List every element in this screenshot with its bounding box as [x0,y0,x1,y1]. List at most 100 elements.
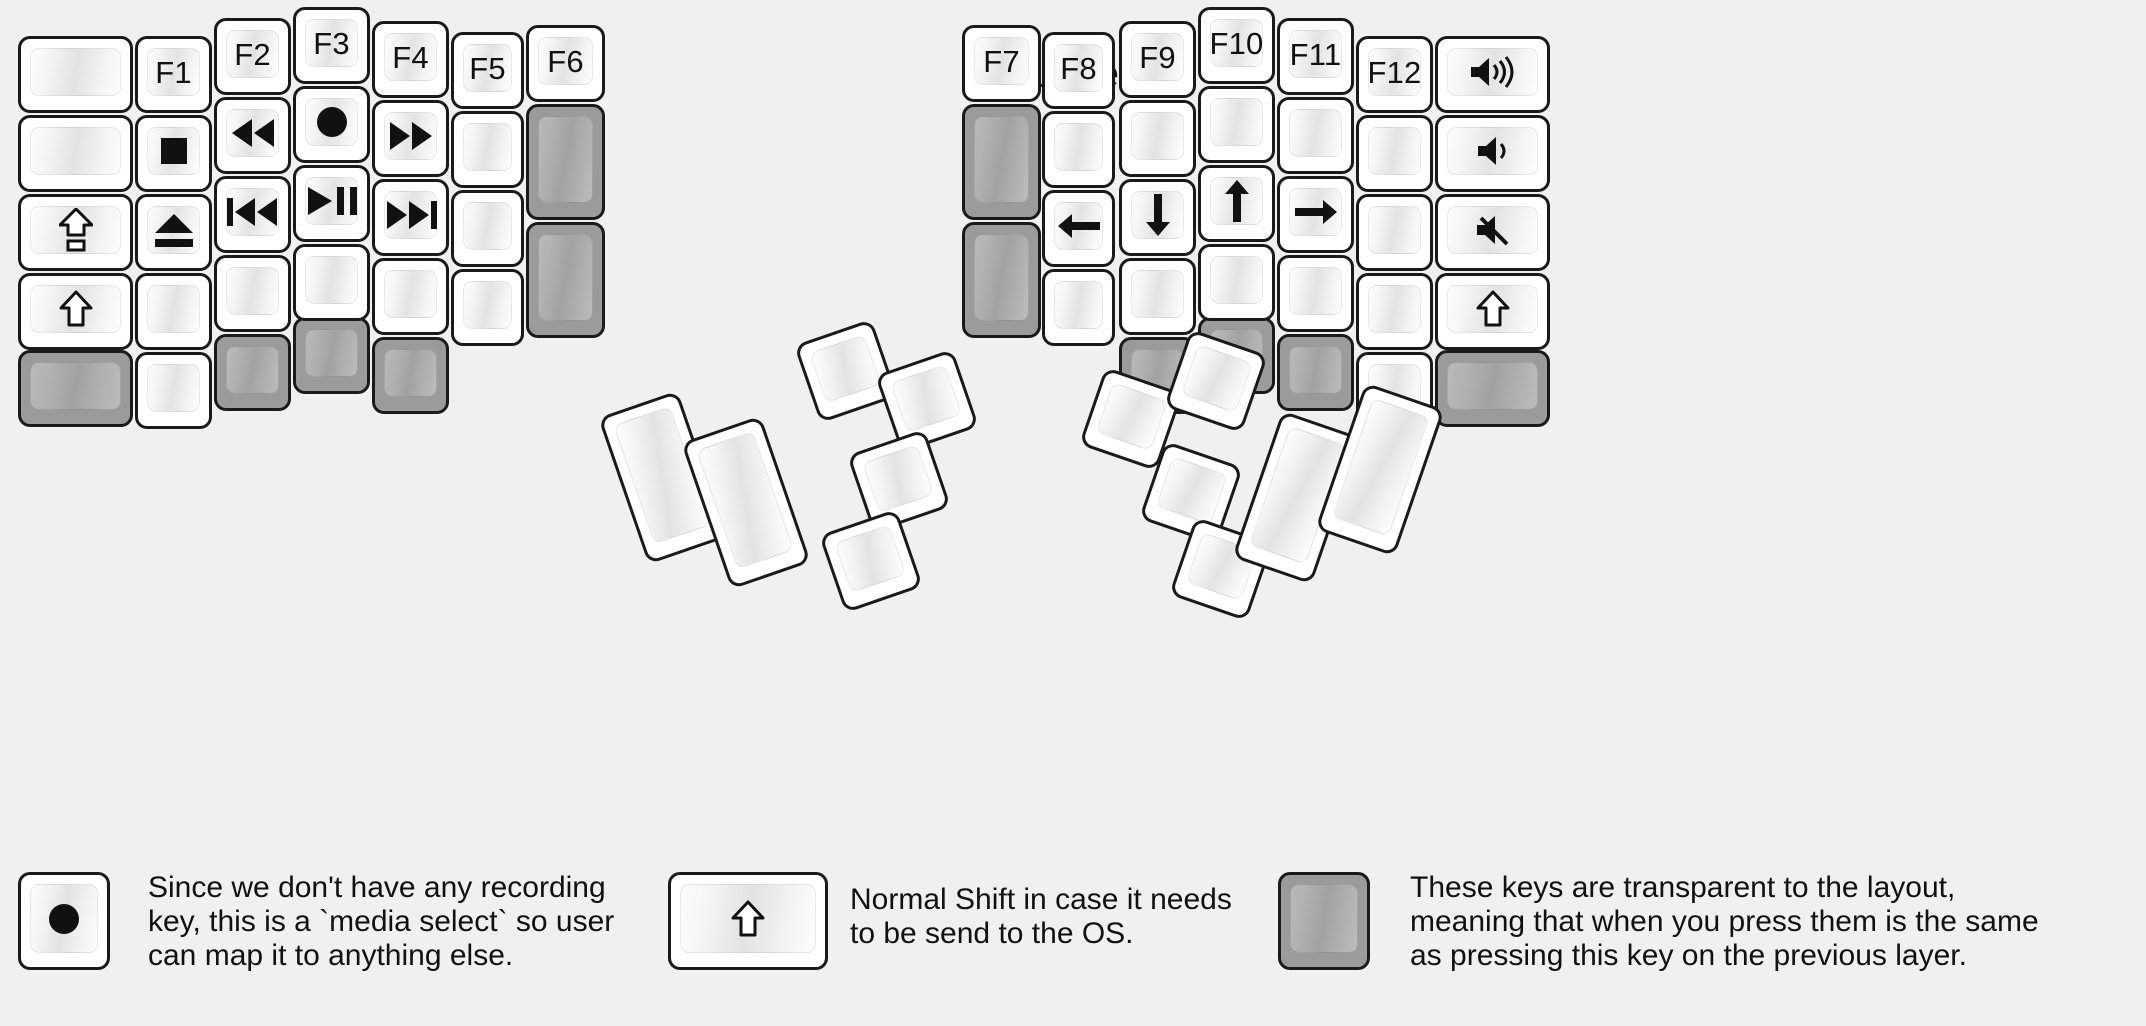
key-label [21,353,130,424]
left-col-pinky-outer-key-3[interactable] [18,194,133,271]
right-col-ring-key-3[interactable] [1277,176,1354,253]
right-col-index-inner-key-4[interactable] [1042,269,1115,346]
left-thumb-small-4[interactable] [818,508,924,614]
left-col-ring-key-3[interactable] [214,176,291,253]
record-dot-icon [47,902,81,936]
left-col-ring-key-1[interactable]: F2 [214,18,291,95]
right-col-index-inner-key-2[interactable] [1042,111,1115,188]
key-icon-wrap [1438,118,1547,189]
left-col-ring-key-2[interactable] [214,97,291,174]
left-col-inner-key-1[interactable]: F6 [526,25,605,102]
key-label [454,193,521,264]
key-label: F3 [313,25,350,61]
left-col-middle-key-4[interactable] [293,244,370,321]
right-col-inner-key-3[interactable] [962,222,1041,338]
right-col-pinky-key-3[interactable] [1356,194,1433,271]
right-col-pinky-outer-key-2[interactable] [1435,115,1550,192]
key-label [21,118,130,189]
key-label: F6 [547,43,584,79]
play-pause-icon [306,185,358,217]
key-icon-wrap [1438,39,1547,110]
right-col-ring-key-5[interactable] [1277,334,1354,411]
right-col-pinky-key-1[interactable]: F12 [1356,36,1433,113]
right-col-pinky-key-2[interactable] [1356,115,1433,192]
legend-sample-key-1 [18,872,110,970]
right-col-middle-key-4[interactable] [1198,244,1275,321]
key-label [798,323,895,420]
left-col-inner-key-2[interactable] [526,104,605,220]
right-col-pinky-key-4[interactable] [1356,273,1433,350]
left-col-index-key-5[interactable] [372,337,449,414]
key-icon-wrap [375,103,446,174]
left-col-index-key-4[interactable] [372,258,449,335]
key-label: F4 [392,39,429,75]
legend-sample-icon-1 [21,875,107,967]
key-label: F7 [983,43,1020,79]
volume-up-icon [1469,55,1517,89]
left-col-pinky-outer-key-4[interactable] [18,273,133,350]
left-col-pinky-key-5[interactable] [135,352,212,429]
key-label [1045,272,1112,343]
volume-mute-icon [1475,213,1511,247]
left-col-index-inner-key-1[interactable]: F5 [451,32,524,109]
left-col-pinky-key-1[interactable]: F1 [135,36,212,113]
legend-sample-icon-3 [1281,875,1367,967]
key-icon-wrap [296,168,367,239]
key-label [1122,103,1193,174]
key-label [217,337,288,408]
caps-lock-icon [58,208,93,252]
left-col-pinky-key-4[interactable] [135,273,212,350]
left-col-inner-key-3[interactable] [526,222,605,338]
legend-sample-key-3 [1278,872,1370,970]
left-col-pinky-key-3[interactable] [135,194,212,271]
left-col-middle-key-5[interactable] [293,317,370,394]
left-col-index-key-1[interactable]: F4 [372,21,449,98]
left-col-middle-key-2[interactable] [293,86,370,163]
left-thumb-small-1[interactable] [793,318,899,424]
left-col-index-key-2[interactable] [372,100,449,177]
left-col-pinky-key-2[interactable] [135,115,212,192]
key-label [1122,261,1193,332]
left-col-pinky-outer-key-1[interactable] [18,36,133,113]
left-col-index-inner-key-3[interactable] [451,190,524,267]
legend-text-2: Normal Shift in case it needs to be send… [850,883,1232,951]
right-col-index-inner-key-3[interactable] [1042,190,1115,267]
key-label: F8 [1060,50,1097,86]
right-col-index-key-2[interactable] [1119,100,1196,177]
left-col-ring-key-4[interactable] [214,255,291,332]
left-col-pinky-outer-key-5[interactable] [18,350,133,427]
right-col-pinky-outer-key-4[interactable] [1435,273,1550,350]
right-col-ring-key-2[interactable] [1277,97,1354,174]
right-col-ring-key-1[interactable]: F11 [1277,18,1354,95]
key-label [454,272,521,343]
right-col-pinky-outer-key-3[interactable] [1435,194,1550,271]
right-col-pinky-outer-key-5[interactable] [1435,350,1550,427]
right-col-index-inner-key-1[interactable]: F8 [1042,32,1115,109]
right-col-index-key-3[interactable] [1119,179,1196,256]
key-icon-wrap [217,179,288,250]
right-col-ring-key-4[interactable] [1277,255,1354,332]
key-label: F5 [469,50,506,86]
right-col-middle-key-3[interactable] [1198,165,1275,242]
left-col-index-key-3[interactable] [372,179,449,256]
right-col-inner-key-1[interactable]: F7 [962,25,1041,102]
right-col-middle-key-1[interactable]: F10 [1198,7,1275,84]
key-icon-wrap [21,197,130,268]
left-col-pinky-outer-key-2[interactable] [18,115,133,192]
shift-arrow-icon [59,290,93,328]
left-col-middle-key-3[interactable] [293,165,370,242]
key-label [529,225,602,335]
volume-down-icon [1476,134,1510,168]
right-col-middle-key-2[interactable] [1198,86,1275,163]
right-col-inner-key-2[interactable] [962,104,1041,220]
right-col-index-key-1[interactable]: F9 [1119,21,1196,98]
right-col-pinky-outer-key-1[interactable] [1435,36,1550,113]
prev-track-icon [226,196,279,228]
left-col-index-inner-key-2[interactable] [451,111,524,188]
key-label: F2 [234,36,271,72]
left-col-middle-key-1[interactable]: F3 [293,7,370,84]
left-col-index-inner-key-4[interactable] [451,269,524,346]
left-col-ring-key-5[interactable] [214,334,291,411]
right-col-index-key-4[interactable] [1119,258,1196,335]
key-label [851,433,948,530]
